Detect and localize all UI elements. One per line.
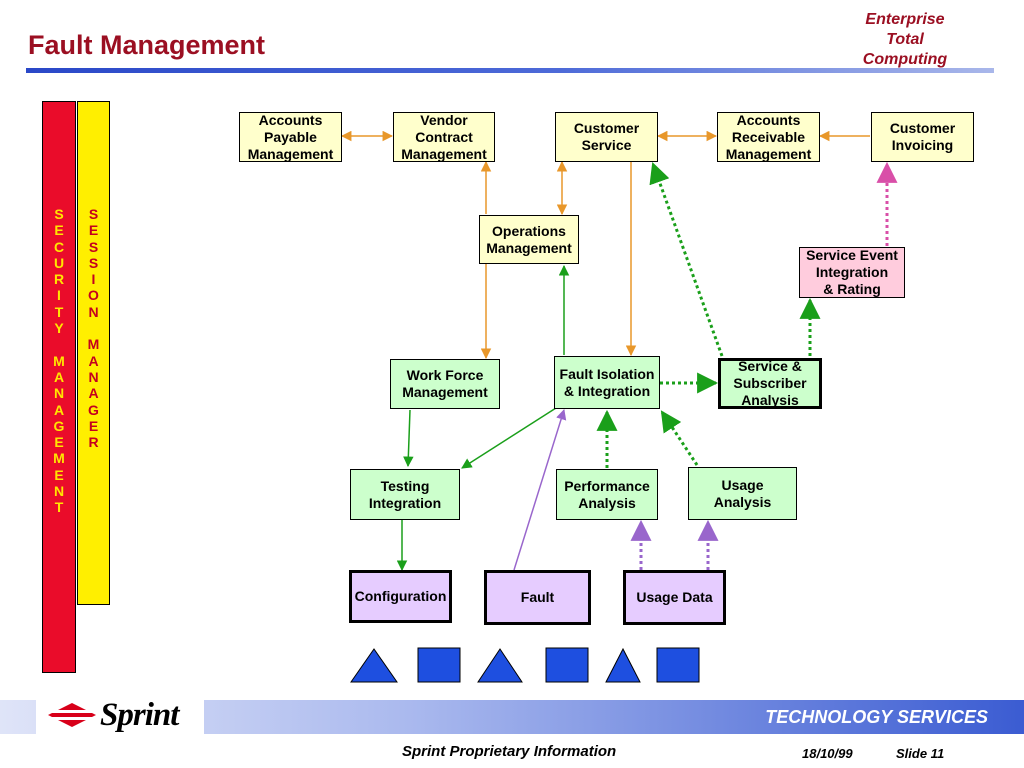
bar-letter: G	[88, 401, 99, 418]
bar-letter: A	[53, 368, 65, 385]
bar-letter: A	[88, 385, 99, 402]
bar-letter: T	[54, 303, 64, 320]
bar-letter: E	[54, 434, 64, 451]
bar-letter: S	[88, 254, 99, 271]
bar-letter: S	[88, 206, 99, 222]
accounts-payable-box: Accounts Payable Management	[239, 112, 342, 162]
accounts-receivable-box: Accounts Receivable Management	[717, 112, 820, 162]
sprint-logo	[36, 694, 204, 736]
configuration-box: Configuration	[349, 570, 452, 623]
technology-services-label: TECHNOLOGY SERVICES	[765, 707, 988, 727]
network-element-triangle	[350, 648, 398, 683]
bar-letter: O	[88, 287, 99, 304]
service-event-box: Service Event Integration & Rating	[799, 247, 905, 298]
security-management-bar: S E C U R I T Y M A N A G E M E N T	[42, 101, 76, 673]
bar-letter: M	[53, 352, 65, 369]
corner-tagline: Enterprise Total Computing	[842, 10, 968, 70]
slide-number: Slide 11	[896, 746, 945, 761]
bar-letter: S	[54, 206, 64, 222]
bar-letter: R	[88, 434, 99, 451]
network-element-square	[545, 647, 589, 683]
performance-analysis-box: Performance Analysis	[556, 469, 658, 520]
service-subscriber-box: Service & Subscriber Analysis	[718, 358, 822, 409]
bar-letter: N	[88, 303, 99, 320]
bar-letter: I	[91, 271, 96, 288]
bar-letter: S	[88, 238, 99, 255]
link-usage-fault	[660, 410, 699, 466]
vendor-contract-box: Vendor Contract Management	[393, 112, 495, 162]
bar-letter: N	[53, 483, 65, 500]
bar-letter: E	[54, 466, 64, 483]
work-force-box: Work Force Management	[390, 359, 500, 409]
bar-letter: M	[53, 450, 65, 467]
sprint-diamond-icon	[42, 703, 102, 727]
title-rule	[26, 68, 994, 73]
bar-letter: E	[88, 222, 99, 239]
bar-letter: N	[53, 385, 65, 402]
link-workforce-testing	[403, 409, 414, 468]
bar-letter: R	[53, 271, 65, 288]
corner-line: Computing	[862, 51, 948, 68]
network-element-triangle	[477, 648, 523, 683]
slide-title: Fault Management	[28, 30, 266, 60]
bar-letter: E	[54, 222, 64, 239]
bar-letter: I	[57, 287, 61, 304]
corner-line: Total	[886, 31, 924, 48]
bar-letter: M	[87, 336, 100, 353]
bar-letter: U	[53, 254, 65, 271]
testing-integration-box: Testing Integration	[350, 469, 460, 520]
network-element-triangle	[605, 647, 641, 683]
usage-data-box: Usage Data	[623, 570, 726, 625]
bar-letter: C	[53, 238, 65, 255]
network-element-square	[417, 647, 461, 683]
operations-management-box: Operations Management	[479, 215, 579, 264]
network-element-square	[656, 647, 700, 683]
customer-invoicing-box: Customer Invoicing	[871, 112, 974, 162]
bar-letter: A	[88, 352, 99, 369]
slide-date: 18/10/99	[802, 746, 853, 761]
link-faultsrc-fault	[513, 408, 567, 571]
bar-letter: T	[54, 499, 64, 516]
proprietary-notice: Sprint Proprietary Information	[402, 743, 617, 760]
fault-isolation-box: Fault Isolation & Integration	[554, 356, 660, 409]
fault-source-box: Fault	[484, 570, 591, 625]
sprint-logo-text: Sprint	[100, 697, 179, 733]
bar-letter: G	[53, 417, 65, 434]
bar-letter: Y	[54, 320, 64, 337]
link-fault-testing	[461, 407, 557, 469]
bar-letter: A	[53, 401, 65, 418]
session-manager-bar: S E S S I O N M A N A G E R	[77, 101, 110, 605]
customer-service-box: Customer Service	[555, 112, 658, 162]
corner-line: Enterprise	[865, 11, 945, 28]
bar-letter: N	[88, 368, 99, 385]
link-ssa-cs	[649, 162, 724, 357]
bar-letter: E	[88, 417, 99, 434]
usage-analysis-box: Usage Analysis	[688, 467, 797, 520]
